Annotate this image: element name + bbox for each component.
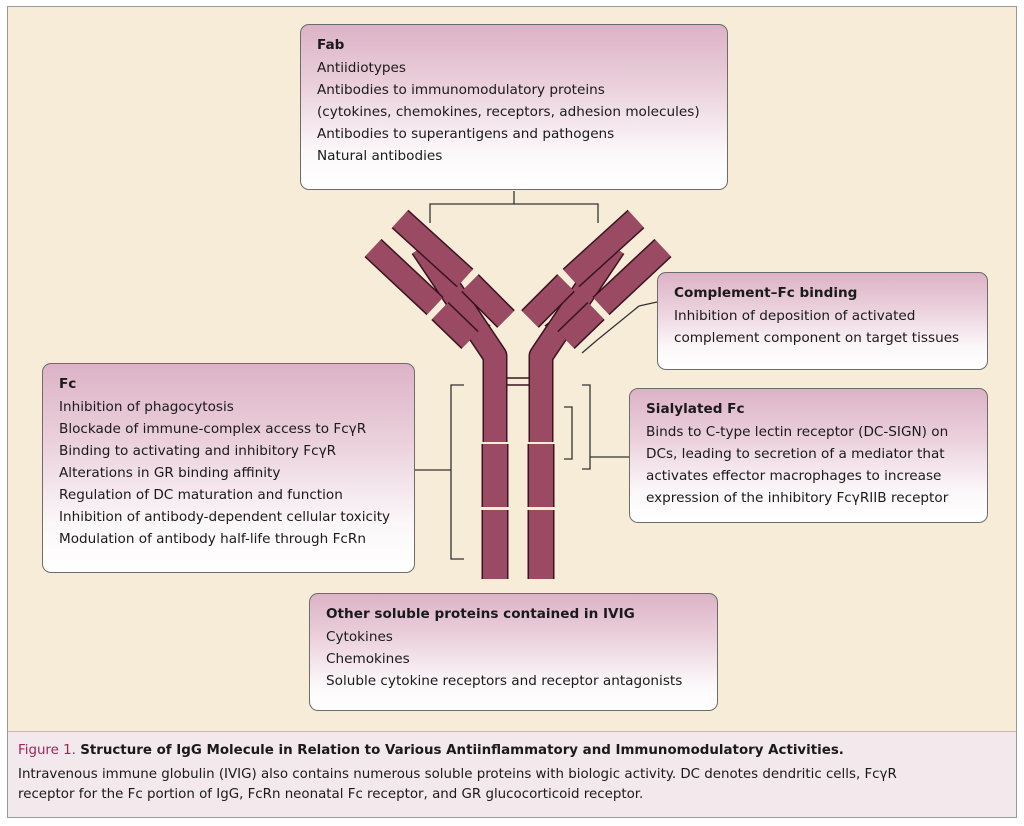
fab-item: Natural antibodies (317, 148, 443, 164)
caption-line: Intravenous immune globulin (IVIG) also … (18, 767, 897, 782)
fc-item: Regulation of DC maturation and function (59, 487, 343, 503)
heavy-chain-left-ch1-fill (462, 275, 514, 327)
fab-item: Antibodies to superantigens and pathogen… (317, 126, 615, 142)
fc-bracket (450, 384, 464, 560)
figure-panel: Fab Antiidiotypes Antibodies to immunomo… (7, 6, 1017, 818)
heavy-chain-right-ch1-fill (522, 275, 574, 327)
other-heading: Other soluble proteins contained in IVIG (326, 606, 635, 622)
sialylated-text-line: activates effector macrophages to increa… (646, 468, 942, 484)
complement-fc-box: Complement–Fc binding Inhibition of depo… (657, 272, 988, 370)
light-chain-left-cl-fill (432, 303, 478, 348)
complement-text-line: Inhibition of deposition of activated (674, 308, 916, 324)
fc-box: Fc Inhibition of phagocytosis Blockade o… (42, 363, 415, 573)
light-chain-left-vl-fill (365, 239, 443, 315)
caption-line: receptor for the Fc portion of IgG, FcRn… (18, 787, 644, 802)
sialylated-fc-box: Sialylated Fc Binds to C-type lectin rec… (629, 388, 988, 523)
complement-text-line: complement component on target tissues (674, 330, 960, 346)
diagram-area: Fab Antiidiotypes Antibodies to immunomo… (8, 7, 1016, 731)
heavy-chain-left-vh-fill (392, 210, 473, 287)
caption-body: Intravenous immune globulin (IVIG) also … (18, 765, 1006, 805)
igg-molecule-diagram (364, 191, 672, 579)
fc-item: Inhibition of phagocytosis (59, 399, 234, 415)
fc-heading: Fc (59, 376, 77, 392)
fab-item: Antiidiotypes (317, 60, 406, 76)
sialylated-heading: Sialylated Fc (646, 401, 745, 417)
heavy-chain-right-hinge-fill (530, 240, 624, 442)
fc-item: Binding to activating and inhibitory Fcγ… (59, 443, 337, 459)
caption-title-line: Figure 1. Structure of IgG Molecule in R… (18, 741, 1006, 761)
complement-bracket (581, 305, 640, 354)
heavy-chain-right-vh-fill (563, 210, 644, 287)
complement-bracket-stem (638, 301, 658, 307)
fab-heading: Fab (317, 37, 345, 53)
complement-heading: Complement–Fc binding (674, 285, 858, 301)
other-item: Chemokines (326, 651, 410, 667)
heavy-chain-left-hinge-fill (412, 240, 506, 442)
fc-item: Blockade of immune-complex access to Fcγ… (59, 421, 367, 437)
sialylated-bracket-outer (582, 384, 591, 470)
other-item: Cytokines (326, 629, 393, 645)
fc-item: Alterations in GR binding affinity (59, 465, 281, 481)
caption-title: Structure of IgG Molecule in Relation to… (80, 743, 844, 758)
fab-bracket (429, 203, 599, 223)
fab-box: Fab Antiidiotypes Antibodies to immunomo… (300, 24, 728, 190)
fc-item: Inhibition of antibody-dependent cellula… (59, 509, 391, 525)
other-soluble-proteins-box: Other soluble proteins contained in IVIG… (309, 593, 718, 711)
sialylated-text-line: DCs, leading to secretion of a mediator … (646, 446, 945, 462)
light-chain-right-vl-fill (593, 239, 671, 315)
fab-item: Antibodies to immunomodulatory proteins (317, 82, 605, 98)
fab-item: (cytokines, chemokines, receptors, adhes… (317, 104, 700, 120)
sialylated-text-line: Binds to C-type lectin receptor (DC-SIGN… (646, 424, 949, 440)
figure-caption: Figure 1. Structure of IgG Molecule in R… (8, 731, 1016, 817)
sialylated-text-line: expression of the inhibitory FcγRIIB rec… (646, 490, 949, 506)
light-chain-right-cl-fill (558, 303, 604, 348)
sialylated-bracket-inner (564, 406, 573, 460)
other-item: Soluble cytokine receptors and receptor … (326, 673, 683, 689)
figure-label: Figure 1. (18, 743, 76, 758)
fc-item: Modulation of antibody half-life through… (59, 531, 366, 547)
